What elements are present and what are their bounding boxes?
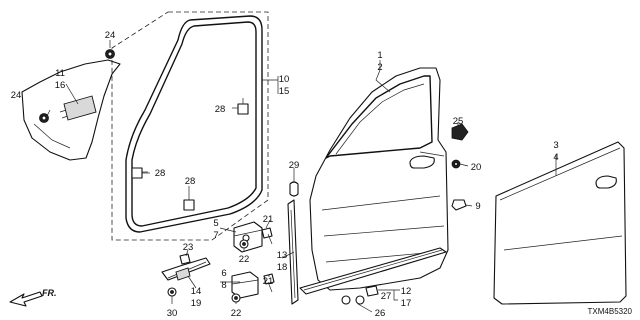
callout-8: 8 [221,280,226,291]
callout-29: 29 [289,160,300,171]
callout-6: 6 [221,268,226,279]
callout-9: 9 [475,201,480,212]
callout-18: 18 [277,262,288,273]
callout-3: 3 [553,140,558,151]
callout-28a: 28 [215,104,226,115]
door-liner [21,59,121,161]
callout-23: 23 [183,242,194,253]
direction-label: FR. [42,288,57,298]
clip-28c [183,192,195,211]
callout-24b: 24 [11,90,22,101]
callout-12: 12 [401,286,412,297]
callout-20: 20 [471,162,482,173]
clip-27 [365,285,379,297]
door-handle [409,155,435,169]
callout-22a: 22 [239,254,250,265]
diagram-code: TXM4B5320 [588,307,633,316]
callout-11: 11 [55,68,65,79]
clip-26 [341,295,365,305]
callout-28b: 28 [155,168,166,179]
clip-28a [237,98,249,115]
bolt-22a [239,239,249,249]
callout-25: 25 [453,116,464,127]
door-outer-skin [493,141,627,305]
door-sash-strip [287,199,299,305]
callout-5: 5 [213,218,218,229]
skin-handle-recess [595,175,617,189]
callout-24a: 24 [105,30,116,41]
callout-22b: 22 [231,308,242,319]
clip-29 [289,181,299,197]
callout-13: 13 [277,250,288,261]
bolt-21a [261,227,273,245]
clip-28b [131,167,150,179]
lower-hinge [231,271,259,299]
front-door-panel [309,67,449,291]
callout-27: 27 [381,291,392,302]
liner-pad [63,95,97,121]
callout-7: 7 [213,230,218,241]
front-direction-arrow: FR. [9,288,57,307]
callout-17: 17 [401,298,412,309]
bolt-21b [263,273,275,293]
callout-26: 26 [375,308,386,319]
callout-30: 30 [167,308,178,319]
callout-14: 14 [191,286,202,297]
callout-19: 19 [191,298,202,309]
callout-21b: 21 [263,276,274,287]
callout-21a: 21 [263,214,274,225]
seal-25 [451,123,469,141]
bolt-30 [167,287,177,297]
callout-15: 15 [279,86,290,97]
door-checker [161,257,211,281]
door-weatherstrip [125,15,263,233]
callout-1: 1 [377,50,382,61]
sill-moulding [299,247,447,295]
callout-16: 16 [55,80,66,91]
plug-9 [451,199,467,211]
callout-2: 2 [377,62,382,73]
callout-28c: 28 [185,176,196,187]
upper-hinge [233,221,263,253]
bolt-22b [231,293,241,303]
bolt-23 [179,253,191,265]
weatherstrip-box [111,11,269,241]
callout-4: 4 [553,152,558,163]
callout-10: 10 [279,74,290,85]
